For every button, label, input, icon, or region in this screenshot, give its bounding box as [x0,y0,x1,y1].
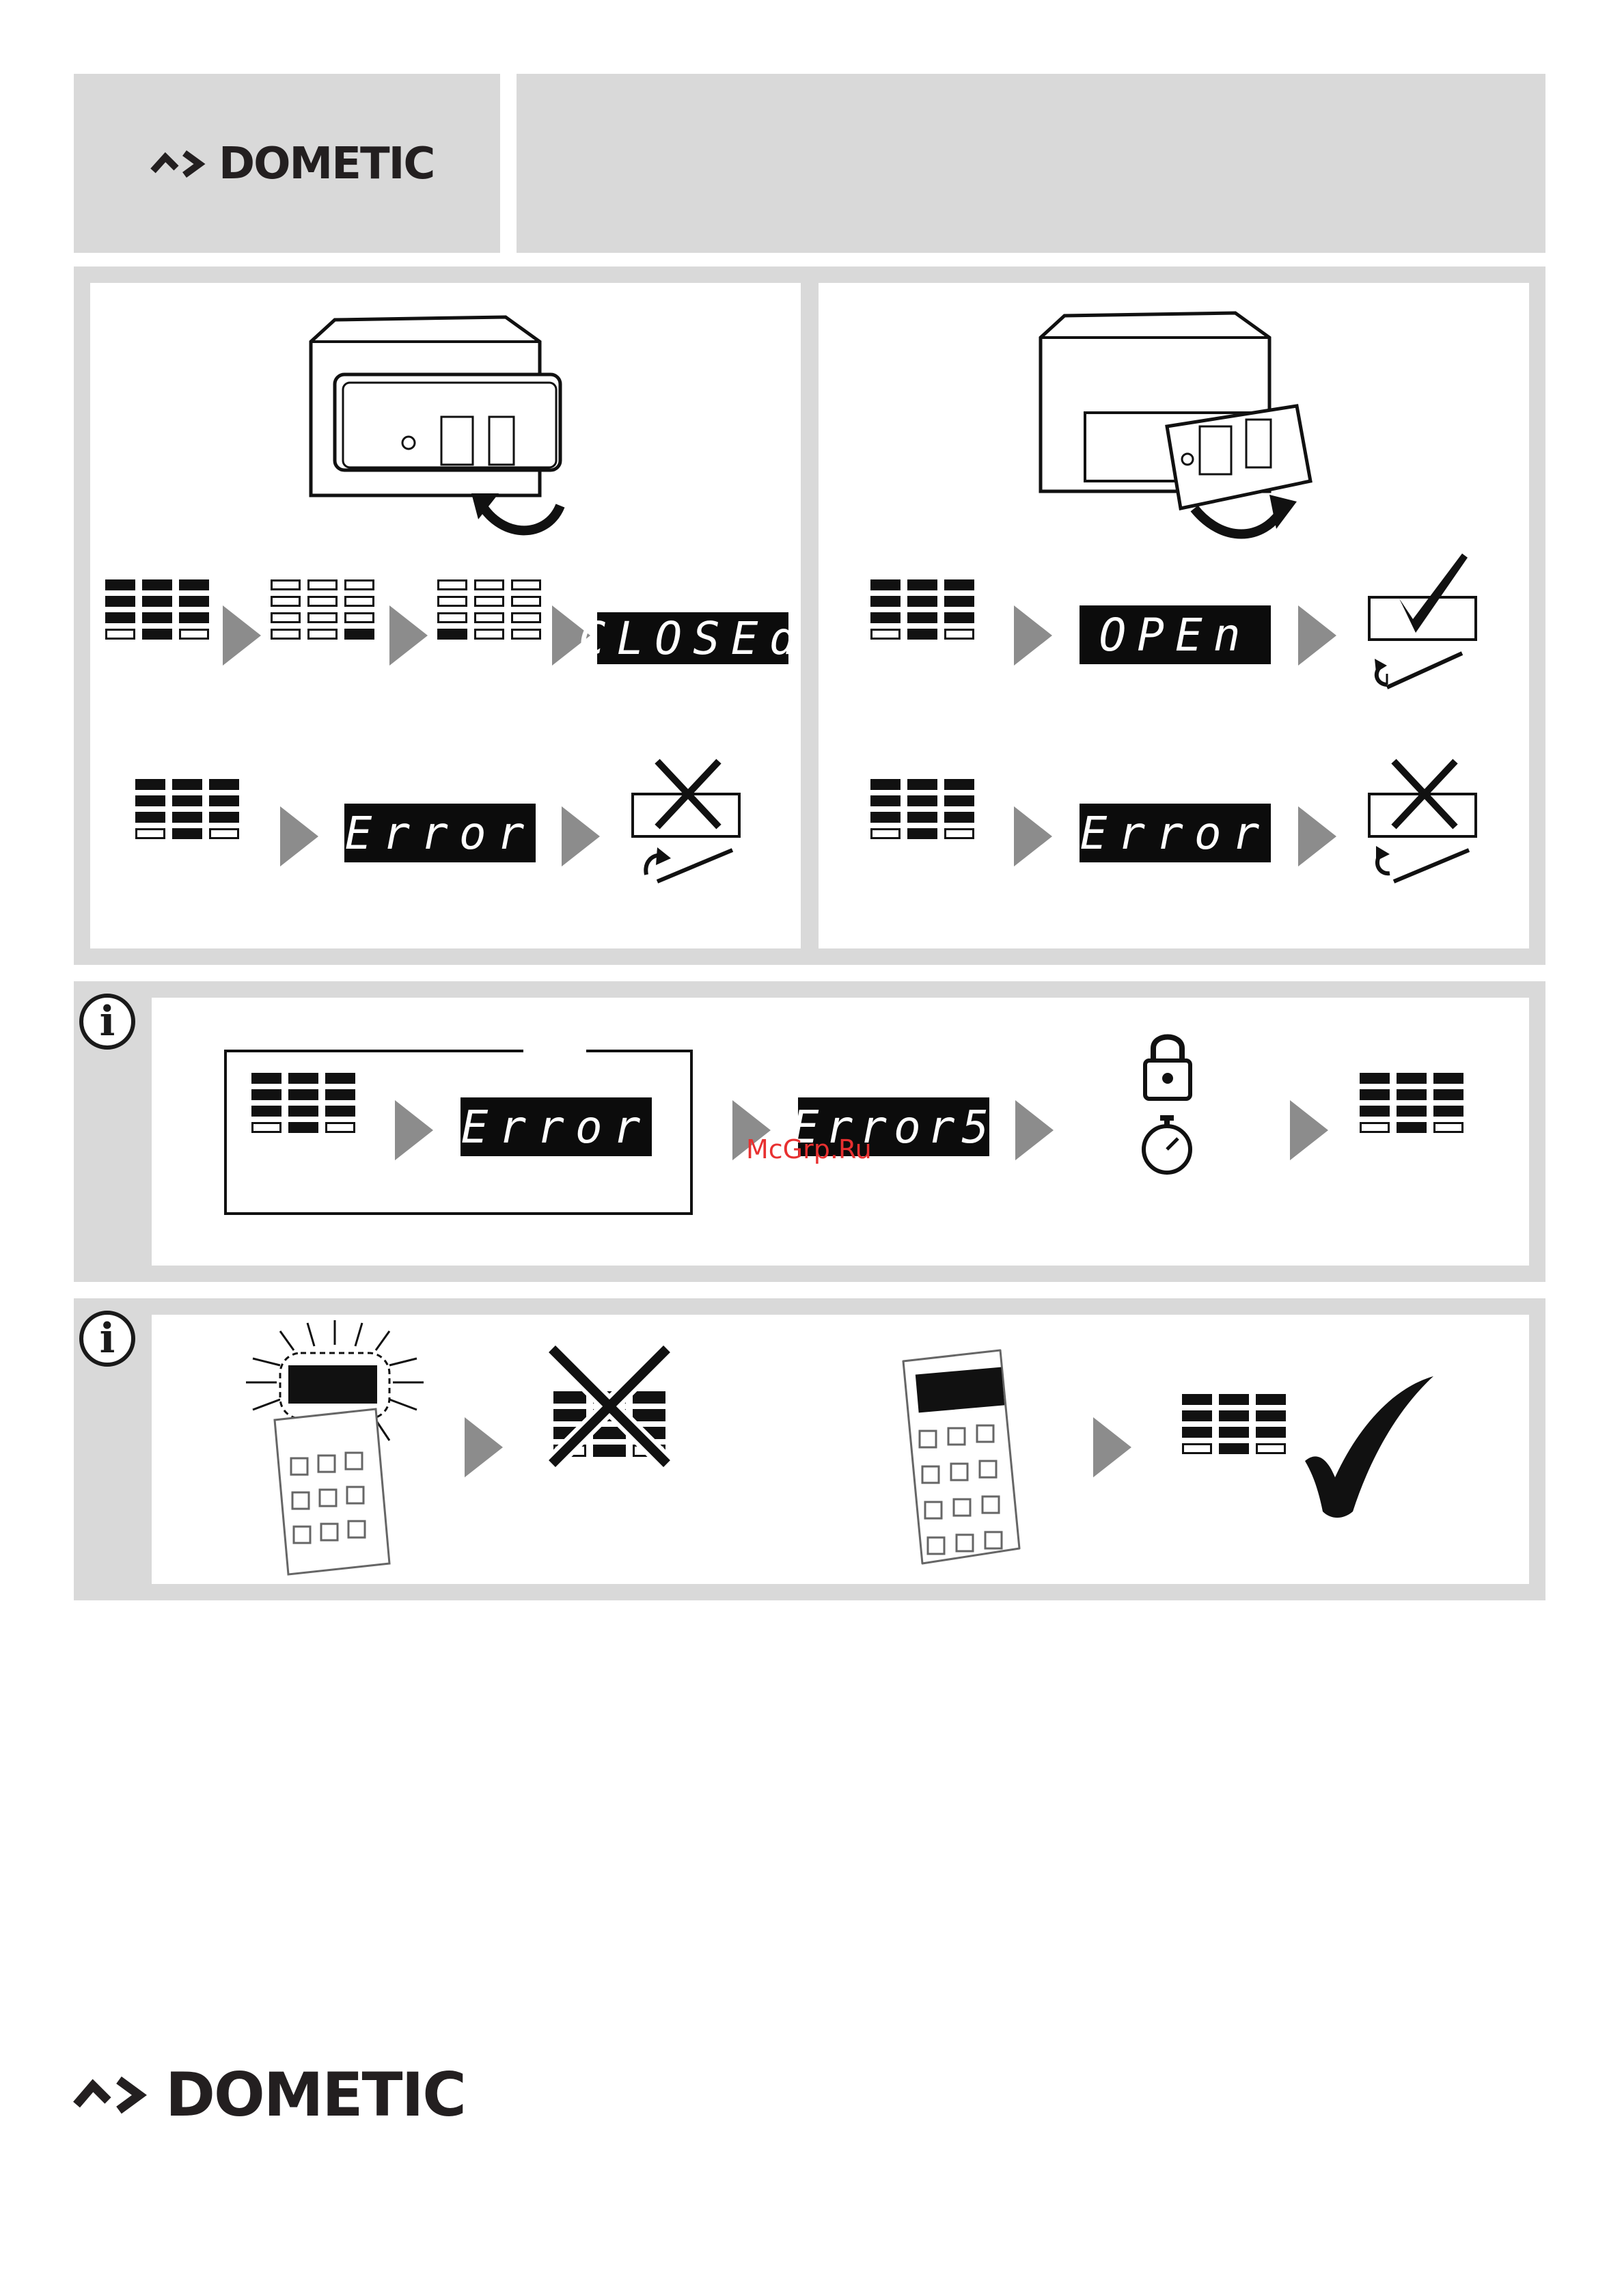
arrow-right-icon [223,605,261,666]
arrow-right-icon [1093,1417,1131,1477]
lock-failed-cross-icon [630,758,746,888]
arrow-right-icon [562,806,600,866]
info-icon: i [79,994,135,1050]
header-title-box [517,74,1545,253]
keypad-full-icon [105,579,212,656]
dometic-logo-icon [72,2075,161,2116]
dometic-logo-icon [150,149,216,179]
checkmark-icon [1302,1375,1436,1518]
keypad-full-icon [135,779,242,856]
stopwatch-icon [1138,1114,1196,1177]
lcd-open-display: OPEn [1080,605,1271,664]
arrow-right-icon [280,806,318,866]
padlock-icon [1142,1030,1193,1102]
lcd-closed-display: CLOSEd [597,612,788,664]
keypad-outline-icon [437,579,544,656]
header-logo: DOMETIC [150,137,437,191]
watermark: McGrp.Ru [746,1134,872,1164]
bracket-gap [523,1046,586,1055]
arrow-right-icon [1014,806,1052,866]
safe-closing-icon [307,314,588,533]
arrow-right-icon [1298,806,1336,866]
arrow-right-icon [395,1100,433,1160]
lcd-error-display: Error [1080,804,1271,862]
header-brand-text: DOMETIC [219,137,434,191]
keypad-full-icon [251,1073,358,1149]
lcd-error-display: Error [344,804,536,862]
keypad-outline-icon [271,579,377,656]
open-success-checkmark-icon [1366,551,1483,687]
arrow-right-icon [1015,1100,1054,1160]
arrow-right-icon [1298,605,1336,666]
keypad-icon [899,1346,1022,1576]
footer-logo: DOMETIC [72,2061,482,2129]
arrow-right-icon [1290,1100,1328,1160]
arrow-right-icon [465,1417,503,1477]
keypad-full-icon [1182,1394,1289,1471]
keypad-crossed-icon [547,1343,674,1473]
keypad-full-icon [1360,1073,1466,1149]
safe-opening-icon [1037,310,1324,536]
arrow-right-icon [1014,605,1052,666]
arrow-right-icon [389,605,428,666]
open-failed-cross-icon [1366,758,1483,888]
keypad-full-icon [870,779,977,856]
footer-brand-text: DOMETIC [165,2061,465,2129]
keypad-flashing-icon [239,1317,430,1577]
keypad-full-icon [870,579,977,656]
info-icon: i [79,1311,135,1367]
lcd-error-display: Error [461,1097,652,1156]
